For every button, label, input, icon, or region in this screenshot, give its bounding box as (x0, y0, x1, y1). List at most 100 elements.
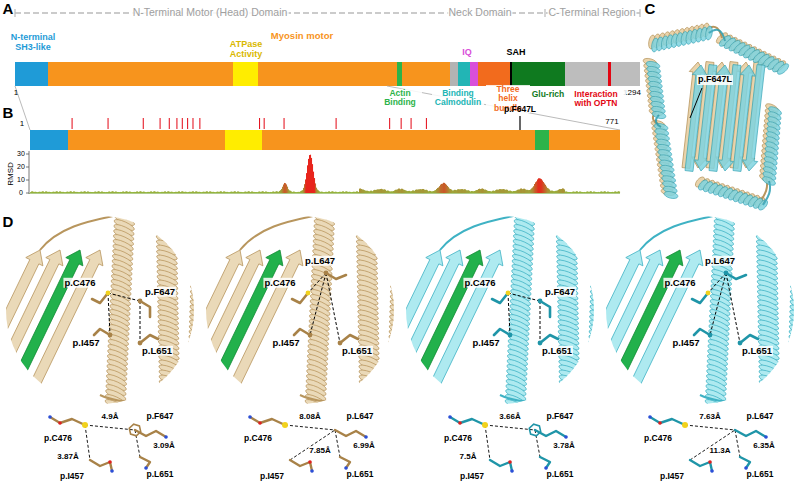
variant-tick (182, 118, 183, 129)
rmsd-bar (355, 192, 356, 193)
rmsd-bar (492, 191, 493, 193)
rmsd-bar (374, 190, 375, 193)
rmsd-bar (262, 191, 263, 193)
rmsd-bar (353, 192, 354, 193)
rmsd-bar (219, 192, 220, 193)
atom (544, 466, 548, 470)
rmsd-bar (509, 191, 510, 193)
helix-turn (186, 378, 207, 392)
rmsd-bar (480, 189, 481, 193)
rmsd-bar (71, 191, 72, 193)
rmsd-bar (165, 191, 166, 193)
rmsd-bar (567, 192, 568, 193)
helix-turn (191, 238, 212, 252)
helix-turn (186, 383, 207, 397)
rmsd-bar (75, 192, 76, 193)
loop (100, 395, 168, 407)
atom (110, 469, 114, 473)
rmsd-bar (70, 191, 71, 193)
domain-heading: Neck Domain (447, 7, 512, 19)
domain-label: Actin Binding (378, 89, 422, 108)
rmsd-bar (518, 189, 519, 193)
rmsd-bar (614, 192, 615, 193)
rmsd-bar (443, 183, 444, 193)
rmsd-bar (89, 192, 90, 193)
rmsd-bar (541, 179, 542, 193)
rmsd-bar (413, 190, 414, 193)
helix-turn (190, 268, 211, 282)
variant-tick (160, 118, 161, 129)
residue-stick (690, 460, 712, 471)
atom (508, 333, 513, 338)
rmsd-bar (594, 192, 595, 193)
rmsd-bar (241, 192, 242, 193)
residue-stick (90, 460, 112, 471)
domain-range-line (15, 12, 640, 14)
rmsd-bar (249, 191, 250, 193)
rmsd-bar (74, 191, 75, 193)
residue-stick (490, 460, 512, 471)
atom (538, 299, 543, 304)
rmsd-bar (617, 192, 618, 193)
distance-label: 7.63Å (698, 413, 721, 422)
helix-turn (558, 398, 581, 412)
rmsd-bar (590, 191, 591, 193)
helix-turn (591, 228, 612, 242)
rmsd-bar (81, 192, 82, 193)
residue-label: p.L647 (346, 412, 375, 421)
rmsd-bar (487, 191, 488, 193)
residue-stick (540, 457, 550, 468)
rmsd-bar (465, 189, 466, 193)
rmsd-bar (506, 190, 507, 193)
variant-tick (389, 118, 390, 129)
distance-sticks (648, 415, 768, 473)
axis-tick: 20 (16, 163, 26, 171)
rmsd-bar (152, 192, 153, 193)
variant-tick (519, 116, 520, 130)
domain-label: N-terminal SH3-like (2, 33, 64, 53)
rmsd-bar (572, 192, 573, 193)
rmsd-bar (407, 191, 408, 193)
rmsd-bar (433, 191, 434, 193)
helix-turn (555, 213, 578, 227)
rmsd-bar (321, 192, 322, 193)
rmsd-bar (577, 191, 578, 193)
helix-turn (788, 338, 798, 352)
rmsd-bar (553, 191, 554, 193)
helix-turn (789, 283, 798, 297)
rmsd-bar (483, 189, 484, 193)
rmsd-bar (530, 189, 531, 193)
helix-turn (787, 353, 798, 367)
rmsd-bar (304, 184, 305, 193)
residue-label: p.C476 (663, 278, 696, 288)
rmsd-bar (437, 188, 438, 193)
beta-strand (365, 250, 442, 397)
domain-segment (535, 130, 549, 150)
helix-turn (358, 378, 381, 392)
rmsd-bar (586, 192, 587, 193)
rmsd-bar (377, 189, 378, 193)
rmsd-bar (73, 191, 74, 193)
rmsd-bar (609, 192, 610, 193)
rmsd-bar (373, 190, 374, 193)
rmsd-bar (591, 191, 592, 193)
rmsd-bar (135, 192, 136, 193)
residue-stick (140, 301, 150, 317)
atom (538, 341, 543, 346)
rmsd-bar (47, 192, 48, 193)
rmsd-bar (297, 192, 298, 193)
beta-strand (385, 250, 462, 397)
structure-model (642, 23, 787, 209)
domain-label: ATPase Activity (222, 40, 270, 60)
rmsd-bar (446, 185, 447, 193)
rmsd-bar (497, 190, 498, 193)
beta-strand (585, 250, 662, 397)
helix-turn (187, 368, 208, 382)
rmsd-bar (192, 191, 193, 193)
rmsd-bar (341, 192, 342, 193)
rmsd-bar (125, 192, 126, 193)
rmsd-bar (88, 191, 89, 193)
rmsd-bar (364, 190, 365, 193)
helix-turn (587, 343, 608, 357)
